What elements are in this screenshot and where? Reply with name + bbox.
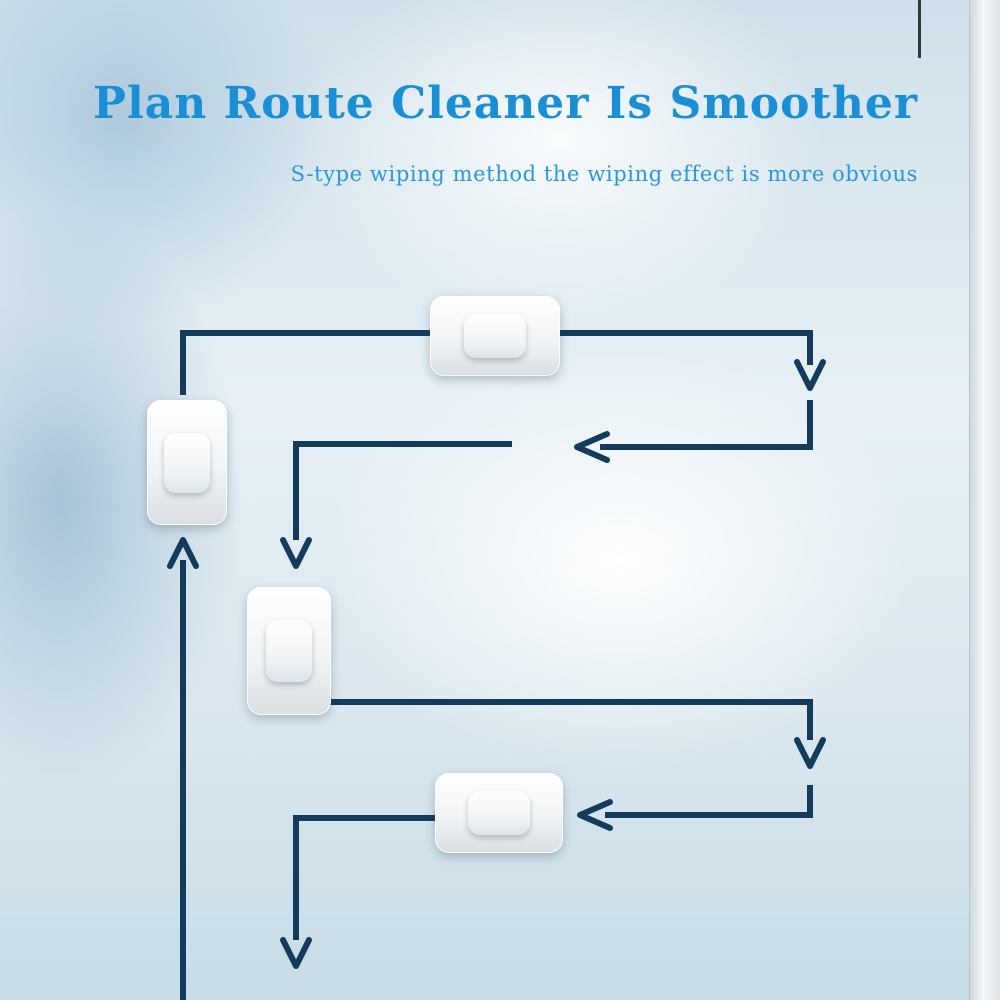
- route-line-upper-left: [293, 441, 512, 540]
- arrow-down-icon: [280, 937, 312, 969]
- route-line-return-1: [600, 400, 813, 450]
- route-line-lower-left: [293, 815, 440, 940]
- cleaner-knob: [468, 791, 530, 835]
- window-frame: [969, 0, 1000, 1000]
- page-subtitle: S-type wiping method the wiping effect i…: [290, 162, 918, 186]
- arrow-down-icon: [794, 737, 826, 769]
- route-line-return-2: [605, 785, 813, 818]
- cleaner-knob: [266, 620, 312, 682]
- cleaner-pad-bottom: [435, 773, 563, 853]
- arrow-left-icon: [574, 431, 610, 463]
- cleaner-pad-left: [147, 400, 227, 525]
- page-title: Plan Route Cleaner Is Smoother: [92, 78, 918, 129]
- arrow-left-icon: [577, 799, 613, 831]
- arrow-up-icon: [167, 537, 199, 569]
- arrow-down-icon: [280, 537, 312, 569]
- cleaner-pad-middle: [247, 587, 331, 715]
- cleaner-knob: [464, 314, 526, 358]
- window-frame-edge: [918, 0, 921, 58]
- route-line-middle: [330, 699, 813, 740]
- cleaner-pad-top: [430, 296, 560, 376]
- arrow-down-icon: [794, 359, 826, 391]
- cleaner-knob: [164, 432, 210, 493]
